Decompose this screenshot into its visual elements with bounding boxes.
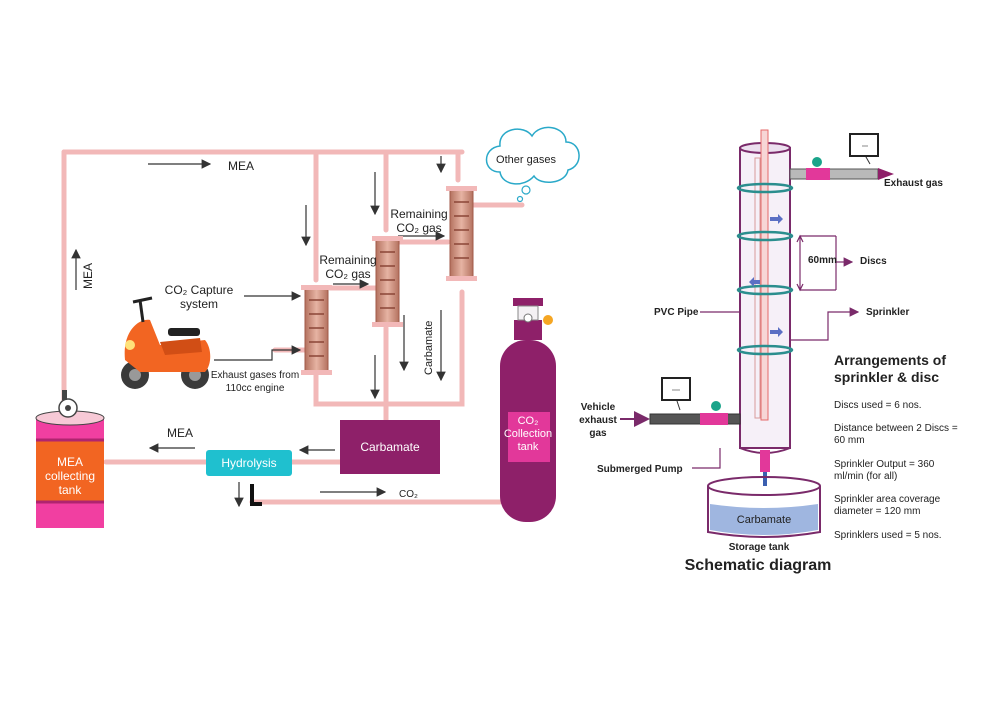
- storage-carbamate-label: Carbamate: [737, 514, 791, 526]
- disc-spacing-bracket: [796, 234, 854, 292]
- hydrolysis-box-label: Hydrolysis: [221, 456, 276, 470]
- disc-spacing-label: 60mm: [808, 255, 837, 266]
- capture-system-label-2: system: [180, 297, 218, 311]
- remaining-co2-label-2b: CO₂ gas: [396, 221, 441, 235]
- co2-output-label: CO₂: [399, 489, 418, 500]
- mea-top-label: MEA: [228, 159, 254, 173]
- exhaust-gas-label: Exhaust gas: [884, 178, 943, 189]
- vehicle-exhaust-label-1: Vehicle: [581, 402, 616, 413]
- vehicle-exhaust-inlet-pipe: [620, 377, 741, 427]
- exhaust-label-2: 110cc engine: [226, 383, 285, 394]
- carbamate-vertical-label: Carbamate: [423, 321, 435, 375]
- remaining-co2-label-2: Remaining: [390, 207, 447, 221]
- scrubber-column: [736, 129, 794, 454]
- coverage-text-2: diameter = 120 mm: [834, 506, 920, 517]
- coverage-text: Sprinkler area coverage: [834, 494, 941, 505]
- arrangements-heading-2: sprinkler & disc: [834, 369, 939, 385]
- absorption-column-2: [372, 236, 403, 327]
- cylinder-label-2: Collection: [504, 428, 552, 440]
- capture-system-label: CO₂ Capture: [165, 283, 234, 297]
- scooter-image: [121, 296, 211, 389]
- tank-label-2: collecting: [45, 469, 95, 483]
- storage-tank-label: Storage tank: [729, 542, 790, 553]
- sprinkler-label: Sprinkler: [866, 307, 909, 318]
- mea-bottom-label: MEA: [167, 426, 193, 440]
- co2-collection-cylinder: [500, 298, 556, 522]
- other-gases-label: Other gases: [496, 154, 556, 166]
- hydrolysis-box: [206, 450, 292, 476]
- outlet-elbow: [250, 484, 262, 506]
- distance-text-2: 60 mm: [834, 435, 865, 446]
- arrangements-heading: Arrangements of: [834, 352, 946, 368]
- pvc-pipe-label: PVC Pipe: [654, 307, 699, 318]
- carbamate-box-label: Carbamate: [360, 440, 420, 454]
- tank-label-1: MEA: [57, 455, 83, 469]
- vehicle-exhaust-label-2: exhaust: [579, 415, 617, 426]
- sprinkler-output-text: Sprinkler Output = 360: [834, 459, 935, 470]
- mea-collecting-tank: [35, 390, 105, 528]
- carbamate-box: [340, 420, 440, 474]
- submerged-pump-label: Submerged Pump: [597, 464, 683, 475]
- mea-left-label: MEA: [81, 263, 95, 289]
- discs-used-text: Discs used = 6 nos.: [834, 400, 922, 411]
- schematic-title: Schematic diagram: [685, 557, 832, 574]
- vehicle-exhaust-label-3: gas: [589, 428, 607, 439]
- cylinder-label-1: CO₂: [518, 415, 539, 427]
- distance-text: Distance between 2 Discs =: [834, 423, 958, 434]
- absorption-column-3: [446, 186, 477, 281]
- cylinder-label-3: tank: [518, 441, 539, 453]
- flow-arrows: [71, 156, 446, 508]
- remaining-co2-label-1: Remaining: [319, 253, 376, 267]
- other-gases-cloud: [485, 126, 580, 203]
- remaining-co2-label-1b: CO₂ gas: [325, 267, 370, 281]
- storage-tank: [707, 476, 821, 538]
- sprinklers-used-text: Sprinklers used = 5 nos.: [834, 530, 942, 541]
- sprinkler-output-text-2: ml/min (for all): [834, 471, 897, 482]
- exhaust-label: Exhaust gases from: [211, 370, 299, 381]
- absorption-column-1: [301, 285, 332, 375]
- label-leaders: [692, 307, 860, 469]
- exhaust-outlet-pipe: [789, 133, 894, 180]
- discs-label: Discs: [860, 256, 887, 267]
- tank-label-3: tank: [59, 483, 83, 497]
